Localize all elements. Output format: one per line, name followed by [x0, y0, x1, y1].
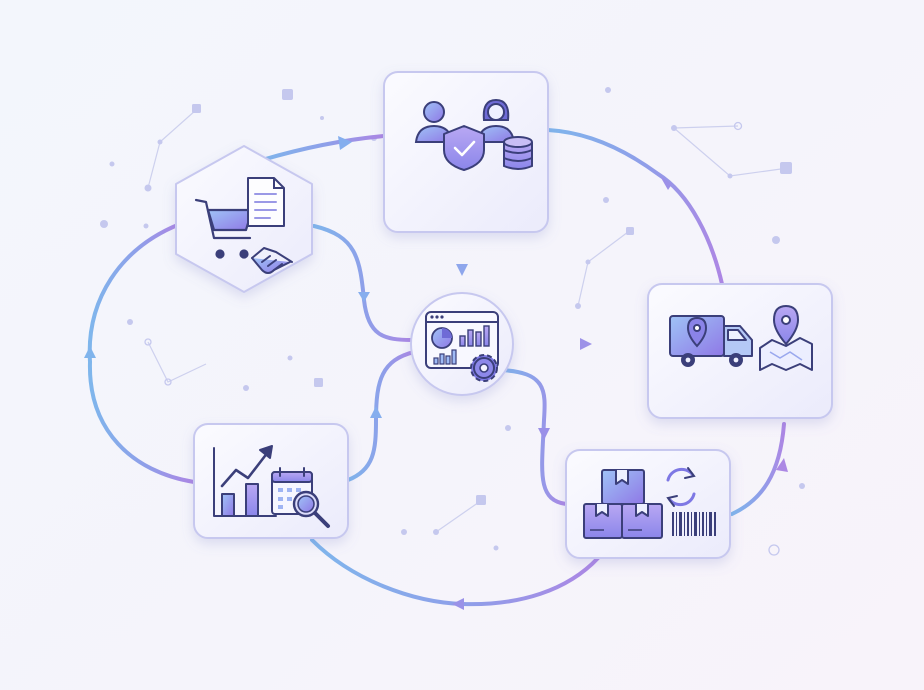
location-pin-icon [686, 316, 708, 348]
arrow-down-inventory [538, 428, 550, 440]
flow-arrowheads [84, 136, 788, 610]
bar-chart-icon [459, 325, 490, 347]
arrow-left [84, 346, 96, 358]
mini-bars-icon [433, 349, 457, 365]
arrow-bottom [452, 598, 464, 610]
handshake-icon [251, 247, 293, 274]
flow-analytics-to-hub [346, 350, 416, 482]
arrow-down-procurement [358, 292, 370, 302]
growth-chart-icon [213, 445, 277, 517]
flow-procurement-to-hub [312, 224, 414, 342]
refresh-icon [666, 467, 696, 507]
shield-check-icon [443, 125, 485, 171]
loop-top-left [260, 134, 386, 162]
arrow-down-customer [456, 264, 468, 276]
database-icon [503, 136, 533, 170]
gear-icon [470, 354, 498, 382]
arrow-top-right [660, 176, 672, 190]
boxes-icon [583, 469, 663, 539]
map-icon [759, 305, 813, 371]
barcode-icon [672, 512, 716, 536]
flow-hub-to-inventory [498, 368, 568, 506]
shopping-cart-icon [194, 198, 254, 259]
pie-chart-icon [431, 327, 453, 349]
loop-left-upper [87, 222, 182, 364]
arrow-right-logistics [580, 338, 592, 350]
loop-right-lower [730, 422, 786, 516]
arrow-right-side [776, 458, 788, 472]
loop-right-upper [546, 128, 724, 286]
arrow-up-analytics [370, 406, 382, 418]
loop-bottom [310, 538, 600, 607]
arrow-top [338, 136, 352, 150]
document-icon [247, 177, 285, 227]
magnifier-icon [292, 490, 330, 528]
loop-left-lower [87, 360, 196, 484]
background-dots [100, 87, 805, 556]
